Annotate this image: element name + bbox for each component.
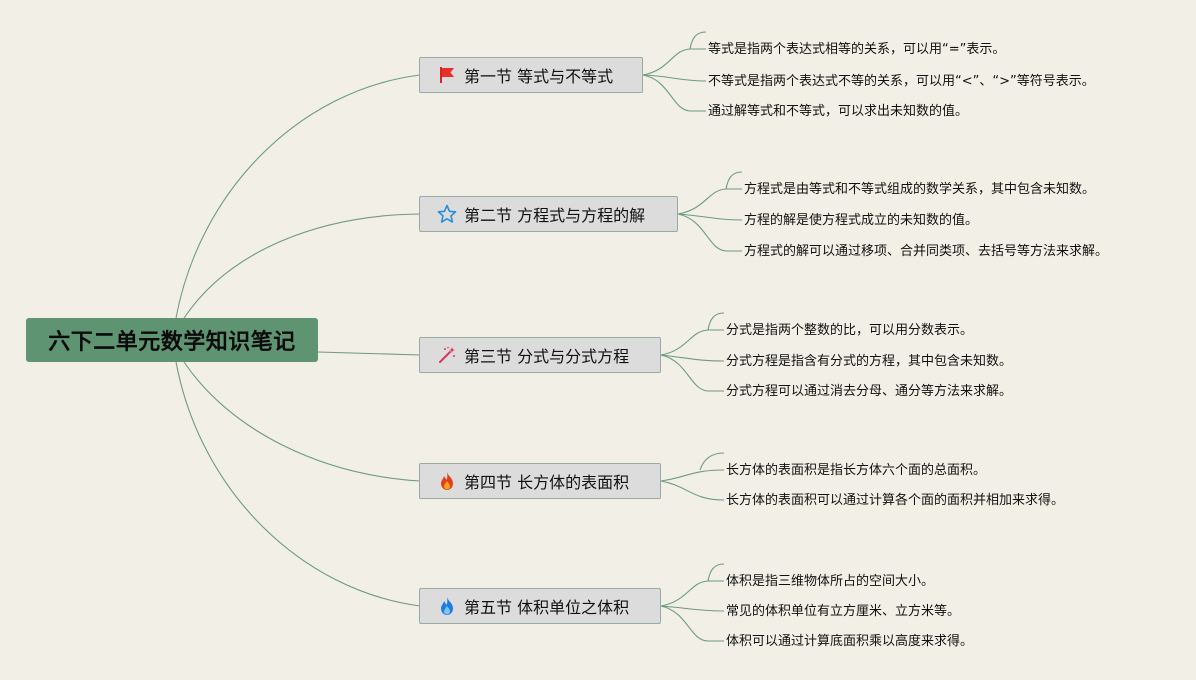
connector-root-topic-3 [317,351,421,356]
connector-t3-stub [707,312,725,331]
leaf-item[interactable]: 常见的体积单位有立方厘米、立方米等。 [726,604,961,619]
magic-wand-icon [436,344,458,366]
leaf-item[interactable]: 不等式是指两个表达式不等的关系，可以用“<”、“>”等符号表示。 [708,74,1095,89]
connector-t5-leaf-2 [660,605,725,612]
connector-t3-leaf-2 [660,354,725,362]
leaf-item[interactable]: 体积是指三维物体所占的空间大小。 [726,574,935,589]
topic-label-1: 第一节 等式与不等式 [464,67,614,86]
root-node-label: 六下二单元数学知识笔记 [48,330,296,355]
connector-t2-leaf-2 [677,213,743,221]
fire-icon [436,470,458,492]
connector-t5-leaf-1 [660,580,724,607]
topic-node-1[interactable]: 第一节 等式与不等式 [419,57,643,93]
connector-t4-leaf-2 [660,480,725,501]
topic-node-5[interactable]: 第五节 体积单位之体积 [419,588,661,624]
topic-node-2[interactable]: 第二节 方程式与方程的解 [419,196,678,232]
leaf-item[interactable]: 通过解等式和不等式，可以求出未知数的值。 [708,104,969,119]
leaf-item[interactable]: 方程式的解可以通过移项、合并同类项、去括号等方法来求解。 [744,244,1109,259]
leaf-item[interactable]: 长方体的表面积是指长方体六个面的总面积。 [726,463,987,478]
star-icon [436,203,458,225]
connector-t2-leaf-3 [677,213,742,252]
leaf-item[interactable]: 方程式是由等式和不等式组成的数学关系，其中包含未知数。 [744,182,1096,197]
connector-t1-stub [689,31,707,50]
connector-t2-leaf-1 [677,188,742,215]
topic-label-4: 第四节 长方体的表面积 [464,473,630,492]
connector-t5-stub [707,563,725,582]
connector-t1-leaf-2 [642,74,707,82]
topic-label-5: 第五节 体积单位之体积 [464,598,630,617]
connector-root-topic-1 [175,74,421,319]
connector-t1-leaf-1 [642,48,706,76]
leaf-item[interactable]: 分式方程可以通过消去分母、通分等方法来求解。 [726,384,1013,399]
leaf-item[interactable]: 方程的解是使方程式成立的未知数的值。 [744,213,979,228]
blue-flame-icon [436,595,458,617]
connector-t1-leaf-3 [642,74,706,112]
root-node[interactable]: 六下二单元数学知识笔记 [26,318,318,362]
topic-node-4[interactable]: 第四节 长方体的表面积 [419,463,661,499]
red-flag-icon [436,64,458,86]
leaf-item[interactable]: 分式方程是指含有分式的方程，其中包含未知数。 [726,354,1013,369]
leaf-item[interactable]: 长方体的表面积可以通过计算各个面的面积并相加来求得。 [726,493,1065,508]
connector-t3-leaf-1 [660,329,724,356]
leaf-item[interactable]: 等式是指两个表达式相等的关系，可以用“=”表示。 [708,42,1006,57]
connector-t5-leaf-3 [660,605,724,642]
connector-root-topic-5 [175,361,421,607]
connector-t4-leaf-1 [660,469,725,482]
topic-label-2: 第二节 方程式与方程的解 [464,206,646,225]
connector-t2-stub [725,171,743,190]
topic-label-3: 第三节 分式与分式方程 [464,347,630,366]
leaf-item[interactable]: 分式是指两个整数的比，可以用分数表示。 [726,323,974,338]
connector-t3-leaf-3 [660,354,724,392]
connector-t4-stub [699,452,725,471]
leaf-item[interactable]: 体积可以通过计算底面积乘以高度来求得。 [726,634,974,649]
connector-root-topic-4 [183,361,421,482]
topic-node-3[interactable]: 第三节 分式与分式方程 [419,337,661,373]
connector-root-topic-2 [183,213,421,319]
